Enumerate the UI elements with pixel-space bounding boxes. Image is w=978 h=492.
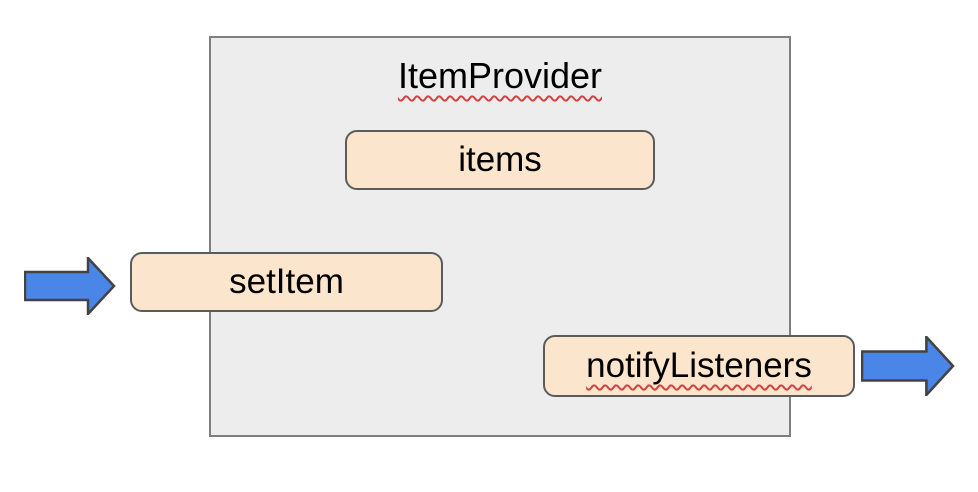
right-arrow-icon: [24, 257, 116, 315]
node-setitem: setItem: [130, 252, 443, 312]
node-notifylisteners: notifyListeners: [543, 335, 855, 397]
node-notifylisteners-label: notifyListeners: [586, 346, 812, 385]
right-arrow-icon: [861, 336, 955, 396]
diagram-title: ItemProvider: [397, 55, 603, 96]
node-setitem-label: setItem: [229, 262, 344, 301]
node-items-label: items: [458, 140, 542, 179]
node-items: items: [345, 130, 655, 190]
